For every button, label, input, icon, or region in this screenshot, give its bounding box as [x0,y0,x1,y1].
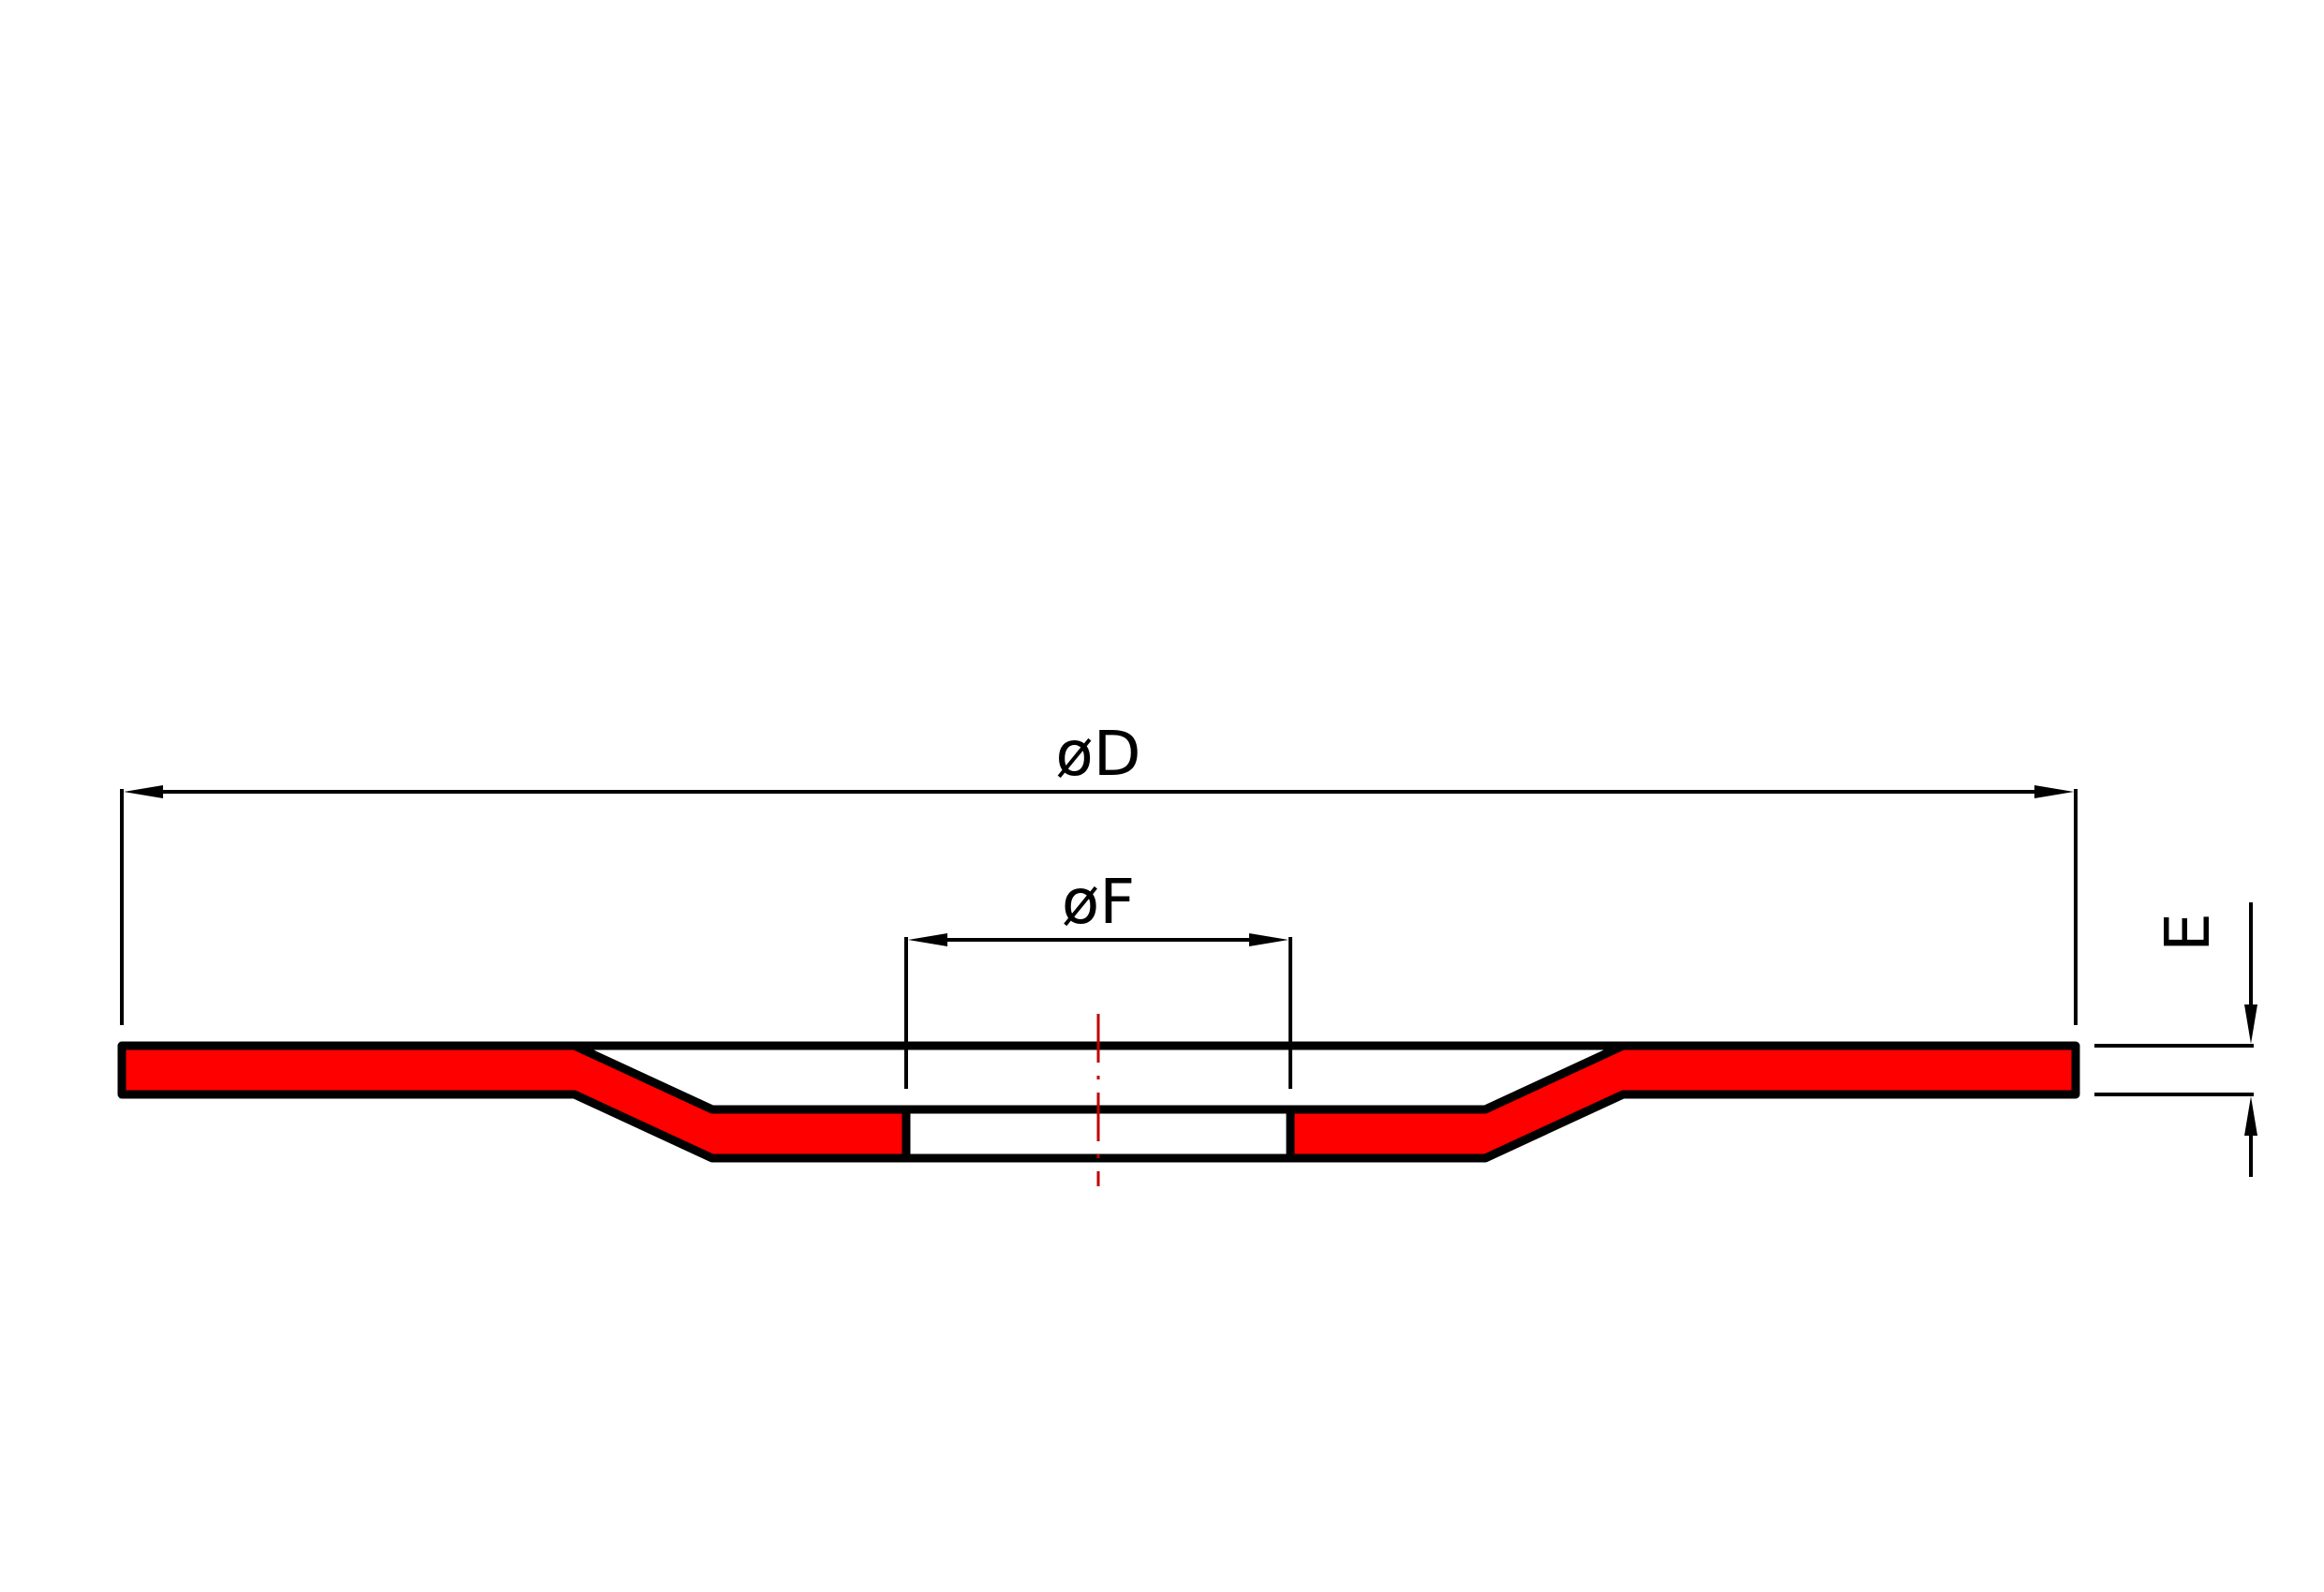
arrow-d-left [124,785,163,798]
arrow-e-bottom [2244,1096,2257,1136]
diameter-symbol-d: ø [1055,718,1093,790]
dim-label-d: øD [1055,718,1140,790]
section-left [117,1041,911,1163]
arrow-d-right [2034,785,2074,798]
dim-label-e: E [2152,913,2224,952]
arrow-f-left [908,933,947,946]
dim-label-f: øF [1062,866,1135,938]
dim-text-d: D [1094,718,1141,790]
arrow-f-right [1249,933,1289,946]
dim-text-f: F [1099,866,1135,938]
arrow-e-top [2244,1004,2257,1044]
diameter-symbol-f: ø [1062,866,1099,938]
section-right [1286,1041,2080,1163]
